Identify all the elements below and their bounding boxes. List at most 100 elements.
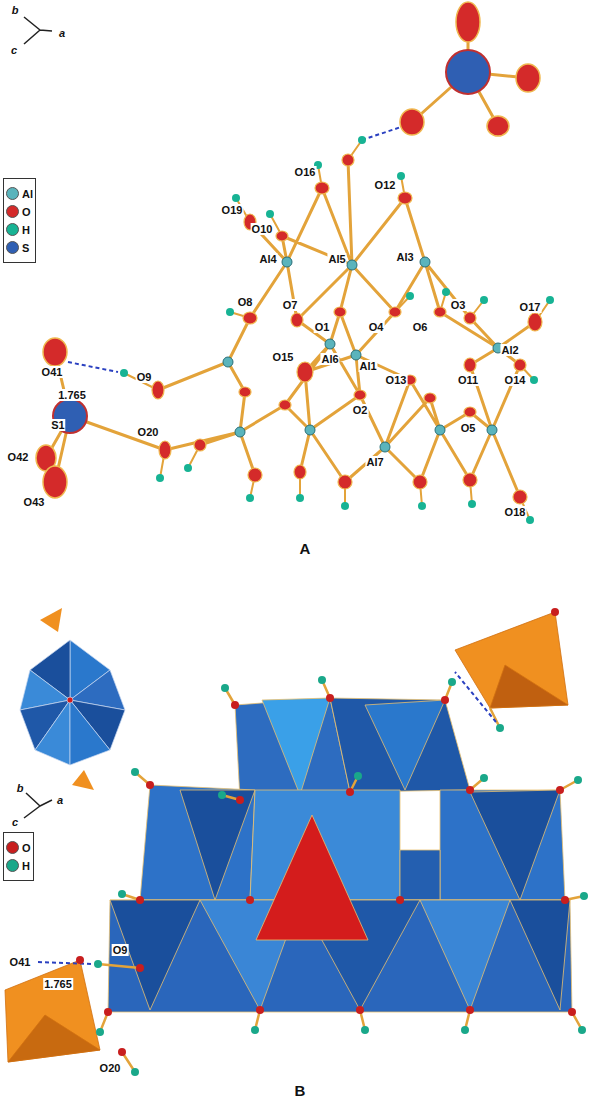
aluminium-atom	[223, 357, 233, 367]
atom-label: O43	[23, 496, 46, 508]
oxygen-atom	[152, 381, 164, 399]
oxygen-atom	[297, 362, 313, 382]
oxygen-atom	[152, 154, 542, 504]
sulfate-oxygen	[400, 109, 424, 135]
hydrogen-atom	[251, 1026, 259, 1034]
oxygen-atom	[279, 400, 291, 410]
atom-label: O10	[251, 223, 274, 235]
oxygen-atom	[118, 1048, 126, 1056]
legend-text: O	[22, 206, 31, 218]
sulfate-bonds	[46, 22, 528, 482]
legend-swatch	[6, 223, 19, 236]
sulfate-oxygen	[43, 338, 67, 366]
legend-entry: O	[6, 205, 33, 218]
aluminium-octahedra	[470, 790, 560, 900]
hydrogen-atom	[120, 369, 128, 377]
sulfate-oxygen	[487, 116, 509, 136]
oxygen-atom	[246, 896, 254, 904]
hydrogen-atom	[94, 676, 588, 1076]
aluminium-octahedra	[440, 790, 565, 900]
hydrogen-atom	[341, 502, 349, 510]
atom-label: O19	[221, 204, 244, 216]
hydrogen-bond	[38, 672, 496, 964]
hydrogen-atom	[361, 1026, 369, 1034]
sulfate-oxygen	[456, 2, 480, 42]
hydrogen-atom	[480, 296, 488, 304]
sulfate-bonds	[46, 22, 528, 482]
atom-label: O7	[282, 299, 299, 311]
oxygen-atom	[326, 694, 334, 702]
sulfate-tetrahedron	[5, 612, 568, 1062]
aluminium-octahedra	[510, 900, 570, 1010]
oxygen-atom	[194, 439, 206, 451]
atom-label: Al3	[395, 251, 414, 263]
hydrogen-atom	[131, 768, 139, 776]
atom-label: O13	[385, 374, 408, 386]
oxygen-atom	[334, 307, 346, 317]
oxygen-atom	[434, 307, 446, 317]
aluminium-atom	[487, 425, 497, 435]
sulfate-tetrahedron	[5, 960, 100, 1062]
inset-sulfate	[72, 770, 94, 790]
legend-text: S	[22, 242, 29, 254]
inset-polyhedra	[35, 700, 70, 765]
oxygen-atom	[556, 786, 564, 794]
legend-entry: H	[6, 223, 33, 236]
oxygen-atom	[356, 1006, 364, 1014]
oxygen-atom	[463, 473, 477, 487]
axis-arrows	[24, 793, 52, 818]
atom-label: O2	[352, 404, 369, 416]
sulfur-atom	[53, 50, 490, 433]
legend-swatch	[6, 241, 19, 254]
oxygen-atom	[389, 307, 401, 317]
aluminium-octahedra	[330, 698, 470, 792]
atom-label: Al6	[320, 353, 339, 365]
hydrogen-atom	[496, 724, 504, 732]
aluminium-octahedra	[110, 900, 200, 1010]
panel-letter: B	[294, 1082, 307, 1099]
hydrogen-atom	[574, 776, 582, 784]
hydrogen-atom	[94, 960, 102, 968]
hydrogen-atom	[131, 1068, 139, 1076]
hydrogen-bond	[68, 126, 404, 372]
hydrogen-atom	[354, 772, 362, 780]
hydrogen-bond	[38, 672, 496, 964]
oxygen-atom	[464, 407, 476, 417]
atom-label: O15	[272, 351, 295, 363]
hydrogen-atom	[266, 210, 274, 218]
oxygen-atom	[398, 192, 412, 204]
atom-label: Al1	[358, 360, 377, 372]
atom-label: O5	[460, 422, 477, 434]
aluminium-atom	[351, 350, 361, 360]
axis-label: b	[11, 4, 20, 16]
aluminium-atom	[347, 260, 357, 270]
oxygen-atom	[236, 796, 244, 804]
aluminium-atom	[223, 257, 503, 452]
aluminium-octahedra	[420, 900, 510, 1010]
atom-label: O9	[136, 371, 153, 383]
atom-label: Al4	[258, 253, 277, 265]
bond-length: 1.765	[43, 978, 73, 990]
atom-label: O42	[7, 451, 30, 463]
oxygen-atom	[514, 359, 526, 371]
oxygen-atom	[239, 387, 251, 397]
oxygen-atom	[291, 313, 303, 327]
aluminium-octahedra	[365, 700, 445, 790]
hydrogen-atom	[418, 502, 426, 510]
hydrogen-atom	[397, 172, 405, 180]
hydrogen-bond	[68, 126, 404, 372]
legend-text: H	[22, 860, 30, 872]
atom-label: O3	[450, 299, 467, 311]
atom-label: O41	[41, 366, 64, 378]
atom-label: O9	[112, 944, 129, 956]
atom-label: O20	[137, 426, 160, 438]
oxygen-atom	[441, 696, 449, 704]
atom-label: O16	[294, 166, 317, 178]
inset-polyhedra	[67, 697, 73, 703]
axis-arrows	[24, 793, 52, 818]
aluminium-octahedra	[400, 850, 440, 900]
sulfur-atom	[446, 50, 490, 94]
aluminium-atom	[420, 257, 430, 267]
oxygen-atom	[551, 608, 559, 616]
sulfate-oxygen	[43, 466, 67, 498]
